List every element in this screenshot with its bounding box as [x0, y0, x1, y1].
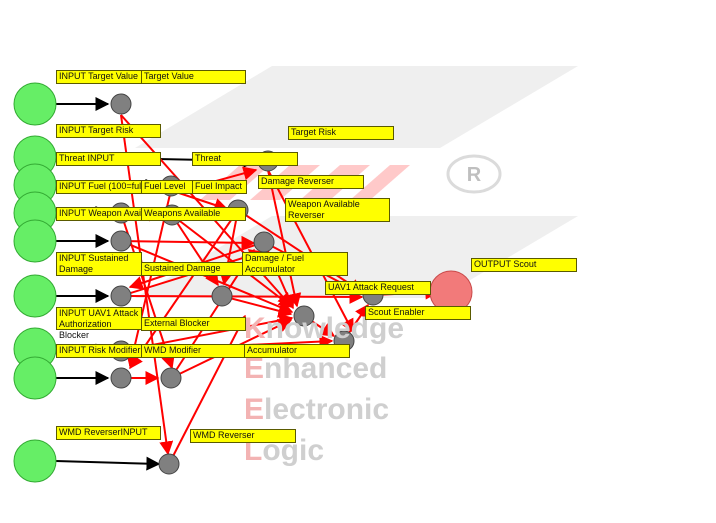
- label-damage-fuel-accumulator: Damage / Fuel Accumulator: [242, 252, 348, 276]
- label-input-fuel: INPUT Fuel (100=full): [56, 180, 146, 194]
- label-sustained-damage: Sustained Damage: [141, 262, 246, 276]
- label-wmd-reverser-input: WMD ReverserINPUT: [56, 426, 161, 440]
- label-scout-enabler: Scout Enabler: [365, 306, 471, 320]
- label-fuel-level: Fuel Level: [141, 180, 194, 194]
- watermark-line-1: Knowledge: [244, 312, 405, 345]
- label-wmd-modifier: WMD Modifier: [141, 344, 246, 358]
- node-damage-fuel-accumulator[interactable]: [293, 305, 315, 327]
- label-weapons-available: Weapons Available: [141, 207, 246, 221]
- label-threat: Threat: [192, 152, 298, 166]
- node-risk-input-2[interactable]: [110, 367, 132, 389]
- label-damage-reverser: Damage Reverser: [258, 175, 364, 189]
- input-node-uav-blocker[interactable]: [13, 274, 57, 318]
- label-target-risk: Target Risk: [288, 126, 394, 140]
- label-fuel-impact: Fuel Impact: [192, 180, 247, 194]
- label-input-uav-attack-blocker: INPUT UAV1 Attack Authorization Blocker: [56, 307, 142, 340]
- node-uav-blocker-input[interactable]: [110, 285, 132, 307]
- input-nodes: [13, 82, 57, 483]
- node-target-value[interactable]: [110, 93, 132, 115]
- input-node-target-value[interactable]: [13, 82, 57, 126]
- input-node-risk-modifier-2[interactable]: [13, 356, 57, 400]
- label-output-scout: OUTPUT Scout: [471, 258, 577, 272]
- label-target-value: Target Value: [141, 70, 246, 84]
- label-external-blocker: External Blocker: [141, 317, 246, 331]
- label-input-sustained-damage: INPUT Sustained Damage: [56, 252, 142, 276]
- watermark-line-3: Electronic: [244, 393, 390, 426]
- node-wmd-modifier[interactable]: [160, 367, 182, 389]
- node-damage-reverser[interactable]: [253, 231, 275, 253]
- label-input-weapon: INPUT Weapon Available: [56, 207, 160, 221]
- label-weapon-available-reverser: Weapon Available Reverser: [285, 198, 390, 222]
- node-sustained-input[interactable]: [110, 230, 132, 252]
- label-wmd-reverser: WMD Reverser: [190, 429, 296, 443]
- label-uav-attack-request: UAV1 Attack Request: [325, 281, 431, 295]
- label-input-target-value: INPUT Target Value: [56, 70, 142, 84]
- registered-mark: R: [467, 164, 482, 186]
- node-wmd-reverser[interactable]: [158, 453, 180, 475]
- label-accumulator: Accumulator: [244, 344, 350, 358]
- label-input-risk-modifier: INPUT Risk Modifier: [56, 344, 142, 358]
- label-input-target-risk: INPUT Target Risk: [56, 124, 161, 138]
- input-node-sustained-damage[interactable]: [13, 219, 57, 263]
- node-sustained-damage[interactable]: [211, 285, 233, 307]
- label-threat-input: Threat INPUT: [56, 152, 161, 166]
- input-node-wmd-reverser[interactable]: [13, 439, 57, 483]
